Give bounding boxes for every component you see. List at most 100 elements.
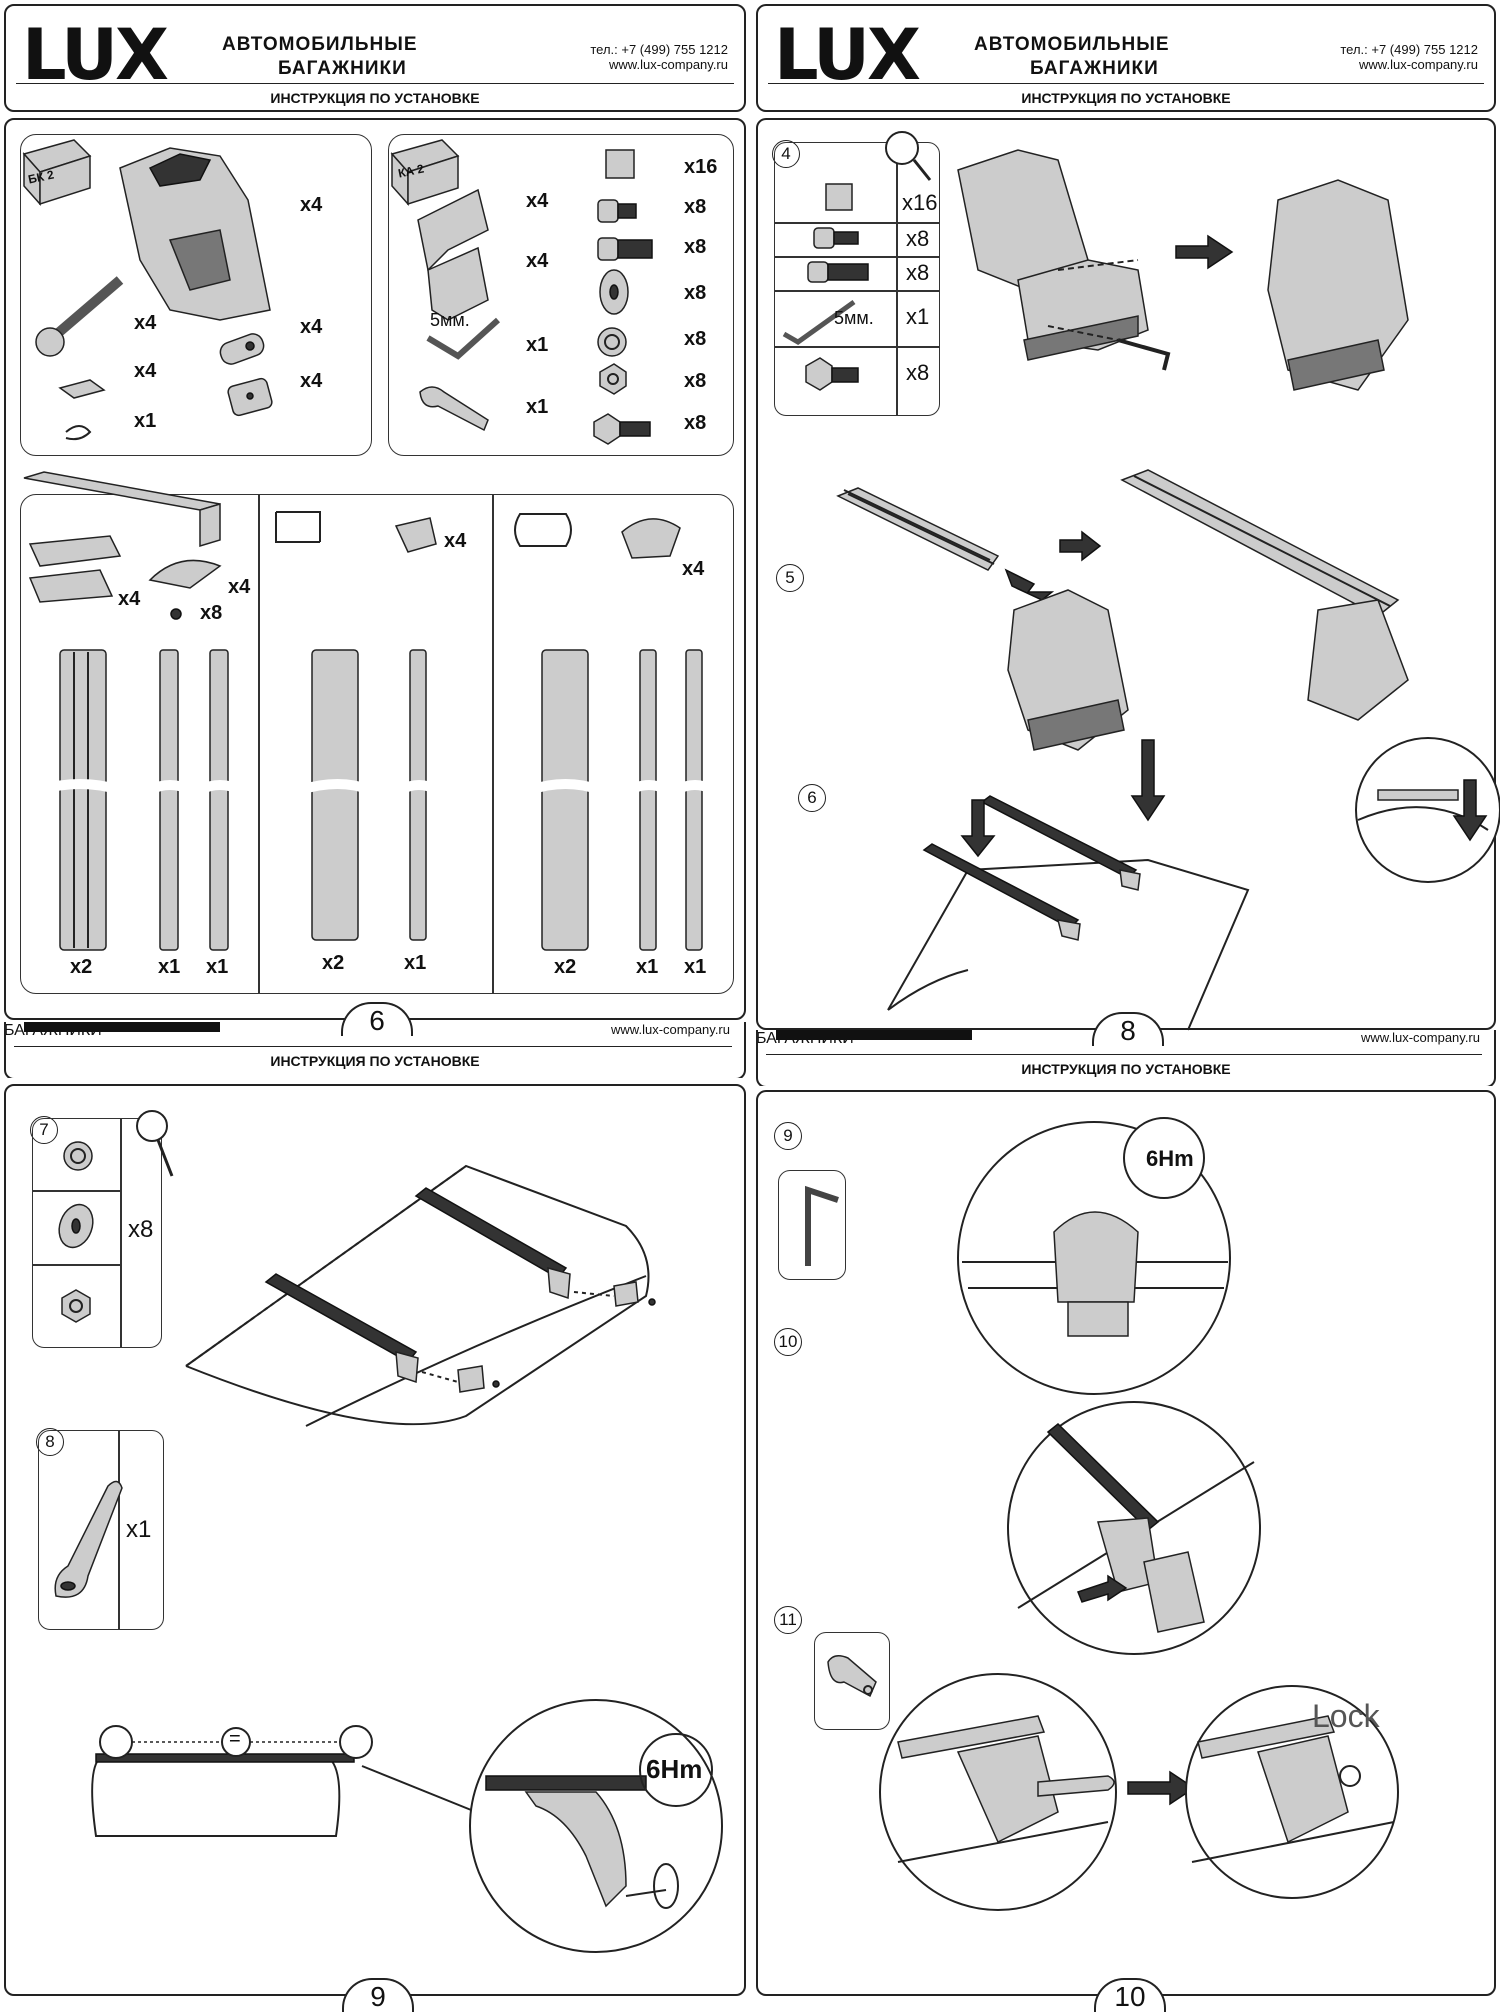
box-icon (22, 139, 92, 206)
lock-key-icon (827, 1655, 877, 1698)
p3-strip1-qty: x1 (636, 956, 659, 978)
p1-strip2-qty: x1 (206, 956, 229, 978)
website: www.lux-company.ru (609, 57, 728, 72)
hex-key-label: 5мм. (430, 310, 470, 330)
page-6-panel: БК 2 x4 x4 x4 x4 x4 x1 КА 2 x4 x4 (4, 118, 746, 1036)
pad-qty: x4 (300, 370, 323, 392)
foot-assembly-left (957, 149, 1171, 371)
header-rule (766, 1054, 1482, 1055)
washer (599, 269, 629, 315)
step-7-parts-table (32, 1118, 162, 1348)
bar-left (836, 487, 1000, 571)
contact-info: тел.: +7 (499) 755 1212 www.lux-company.… (1340, 42, 1478, 72)
phone: тел.: +7 (499) 755 1212 (1340, 42, 1478, 57)
bracket-part-1 (417, 188, 489, 272)
header-fragment-frame (4, 1022, 746, 1078)
arrow-right-icon (1127, 1770, 1196, 1806)
profile-2-parts (275, 511, 439, 941)
website: www.lux-company.ru (1361, 1030, 1480, 1045)
lock-washer-icon (63, 1141, 93, 1171)
profile-1-bars (38, 649, 243, 951)
hexbolt-qty: x8 (684, 412, 707, 434)
tool-part (65, 425, 92, 441)
screw-2 (597, 237, 653, 261)
equal-markers (99, 1725, 373, 1759)
clip-part (58, 379, 106, 399)
brand-line-1: АВТОМОБИЛЬНЫЕ (222, 34, 418, 55)
screw-1 (597, 199, 637, 223)
page-10-panel: 9 6Hm 10 11 (756, 1090, 1496, 2012)
p1-bar-qty: x2 (70, 956, 93, 978)
table-row-line-2 (774, 256, 940, 258)
detail-circle (469, 1699, 723, 1953)
flat-washer-icon (58, 1203, 94, 1249)
roof-surface (887, 858, 1250, 1031)
key-part (419, 386, 489, 432)
table-divider (120, 1118, 122, 1348)
screw1-qty: x8 (684, 196, 707, 218)
p1-strip1-qty: x1 (158, 956, 181, 978)
mount-brackets (421, 1281, 656, 1393)
pin-qty: x4 (300, 316, 323, 338)
header-rule (14, 1046, 732, 1047)
lux-logo-fragment (24, 1022, 220, 1032)
step-4-assembly-drawing (957, 149, 1409, 391)
foot-center (1007, 589, 1129, 751)
p3-strip2-qty: x1 (684, 956, 707, 978)
page-number-10: 10 (1094, 1978, 1166, 2012)
brand-line-2: БАГАЖНИКИ (1030, 58, 1159, 79)
website: www.lux-company.ru (611, 1022, 730, 1037)
step-5-marker: 5 (776, 564, 804, 592)
detail-circle-right (1185, 1685, 1399, 1899)
step-8-qty: x1 (126, 1516, 152, 1543)
pin-part (219, 333, 265, 365)
long-bolt (35, 276, 124, 357)
roof-surface (185, 1164, 650, 1427)
contact-info: тел.: +7 (499) 755 1212 www.lux-company.… (590, 42, 728, 72)
kit-bk2-drawings (22, 139, 273, 441)
header-title: ИНСТРУКЦИЯ ПО УСТАНОВКЕ (270, 90, 480, 106)
profile-3-parts (514, 513, 715, 951)
page-9-panel: 7 x8 8 x1 (4, 1084, 746, 2012)
hex-bolt (593, 413, 651, 445)
pointer-line (361, 1765, 487, 1817)
lock-key-box (814, 1632, 890, 1730)
magnifier-icon (136, 1110, 174, 1177)
foot-qty: x4 (300, 194, 323, 216)
hexnut-qty: x8 (684, 370, 707, 392)
header-rule (16, 83, 734, 84)
brand-line-2: БАГАЖНИКИ (278, 58, 407, 79)
step-7-qty: x8 (128, 1216, 154, 1243)
lockwasher-qty: x8 (684, 328, 707, 350)
kit-bk2-box (20, 134, 372, 456)
hex-nut (599, 363, 627, 395)
table-row-line-1 (774, 222, 940, 224)
step-4-parts-table (774, 142, 940, 416)
step-7-roof-drawing (185, 1164, 656, 1427)
key-qty: x1 (526, 396, 549, 418)
table-qty-4: x1 (906, 304, 930, 329)
hex-key-part (426, 317, 501, 360)
arrow-up-left-icon (1004, 568, 1055, 601)
bar-right-assembled (1120, 469, 1409, 721)
header-fragment-frame (756, 1030, 1496, 1086)
profiles-divider-1 (258, 494, 260, 994)
pad-part (227, 377, 273, 417)
lux-logo: LUX (22, 14, 169, 96)
washer-qty: x8 (684, 282, 707, 304)
step-10-marker: 10 (774, 1328, 802, 1356)
hex-key-qty: x1 (526, 334, 549, 356)
kit-ka2-drawings (390, 139, 653, 445)
bar-width-drawing (91, 1699, 723, 1953)
header-title: ИНСТРУКЦИЯ ПО УСТАНОВКЕ (1021, 90, 1231, 106)
header-title: ИНСТРУКЦИЯ ПО УСТАНОВКЕ (1021, 1061, 1231, 1077)
long-screw-icon (807, 261, 869, 283)
table-row-line-3 (774, 290, 940, 292)
table-qty-1: x16 (902, 190, 938, 215)
table-row-line-4 (774, 346, 940, 348)
step-11-drawing (879, 1673, 1399, 1911)
p2-cap-qty: x4 (444, 530, 467, 552)
profiles-box (20, 494, 734, 994)
bracket2-qty: x4 (526, 250, 549, 272)
profiles-divider-2 (492, 494, 494, 994)
